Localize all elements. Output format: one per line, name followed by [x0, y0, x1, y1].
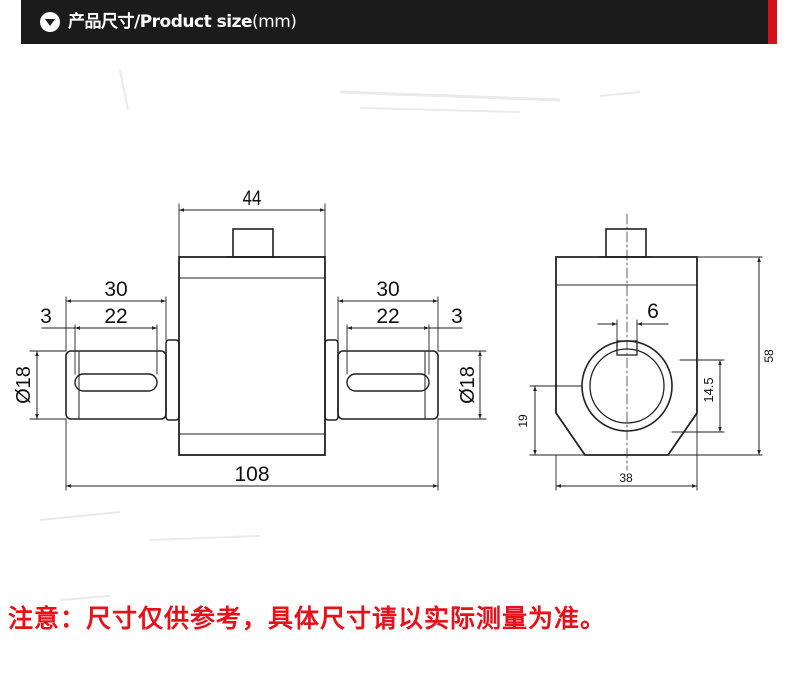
dim-label-44: 44: [243, 187, 262, 210]
side-left-shaft: [65, 350, 167, 420]
side-body: [178, 256, 326, 456]
dim-label-22-right: 22: [376, 305, 399, 328]
side-view: [29, 203, 487, 491]
side-left-collar: [165, 339, 180, 421]
dim-label-14-5: 14.5: [701, 377, 716, 402]
dim-label-3-left: 3: [40, 305, 52, 328]
end-body: [555, 256, 698, 456]
background-artifacts: [39, 69, 641, 601]
side-left-keyway: [74, 373, 158, 392]
dim-label-3-right: 3: [451, 305, 463, 328]
chevron-down-icon: [40, 12, 60, 32]
side-connector: [232, 228, 274, 258]
dim-label-22-left: 22: [104, 305, 127, 328]
dim-label-19: 19: [516, 414, 530, 428]
side-right-shaft: [337, 350, 439, 420]
header-accent-stripe: [768, 0, 777, 44]
end-view: [529, 213, 763, 491]
dim-label-6: 6: [647, 300, 659, 323]
dim-label-30-right: 30: [376, 278, 399, 301]
dim-label-108: 108: [234, 463, 269, 486]
section-title-cn: 产品尺寸/: [68, 12, 140, 32]
dim-label-58: 58: [762, 349, 776, 363]
end-connector: [605, 228, 647, 258]
disclaimer-note: 注意：尺寸仅供参考，具体尺寸请以实际测量为准。: [8, 604, 607, 633]
header-bar: [21, 0, 768, 44]
side-right-keyway: [346, 373, 430, 392]
dim-label-d18-right: Ø18: [457, 366, 479, 404]
side-right-collar: [324, 339, 339, 421]
section-title-en: Product size: [139, 12, 253, 32]
section-title: 产品尺寸/Product size(mm): [68, 9, 297, 35]
section-title-unit: (mm): [252, 12, 297, 32]
dim-label-38: 38: [619, 471, 633, 485]
dim-label-d18-left: Ø18: [13, 366, 35, 404]
dim-label-30-left: 30: [104, 278, 127, 301]
